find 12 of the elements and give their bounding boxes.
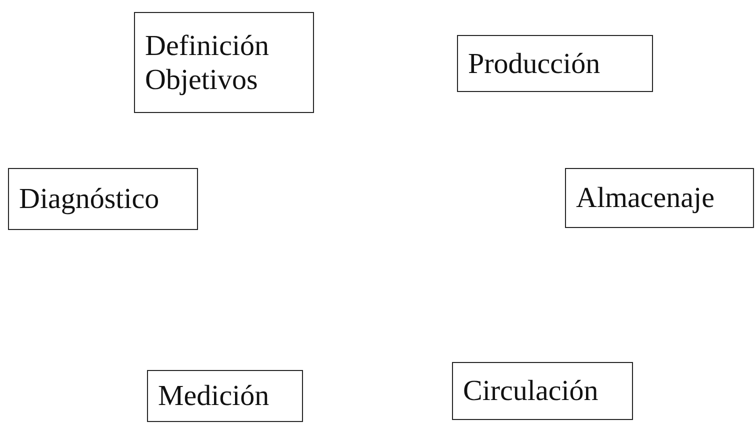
process-box xyxy=(134,12,314,113)
process-box xyxy=(452,362,633,420)
process-box xyxy=(147,370,303,422)
box-label: Diagnóstico xyxy=(19,182,160,216)
box-label: Circulación xyxy=(463,374,598,408)
box-label: Medición xyxy=(158,379,270,413)
process-box xyxy=(565,168,754,228)
process-box xyxy=(457,35,653,92)
box-label: Producción xyxy=(468,46,600,80)
process-box xyxy=(8,168,198,230)
box-label: Definición Objetivos xyxy=(145,28,270,96)
box-label: Almacenaje xyxy=(576,181,714,215)
